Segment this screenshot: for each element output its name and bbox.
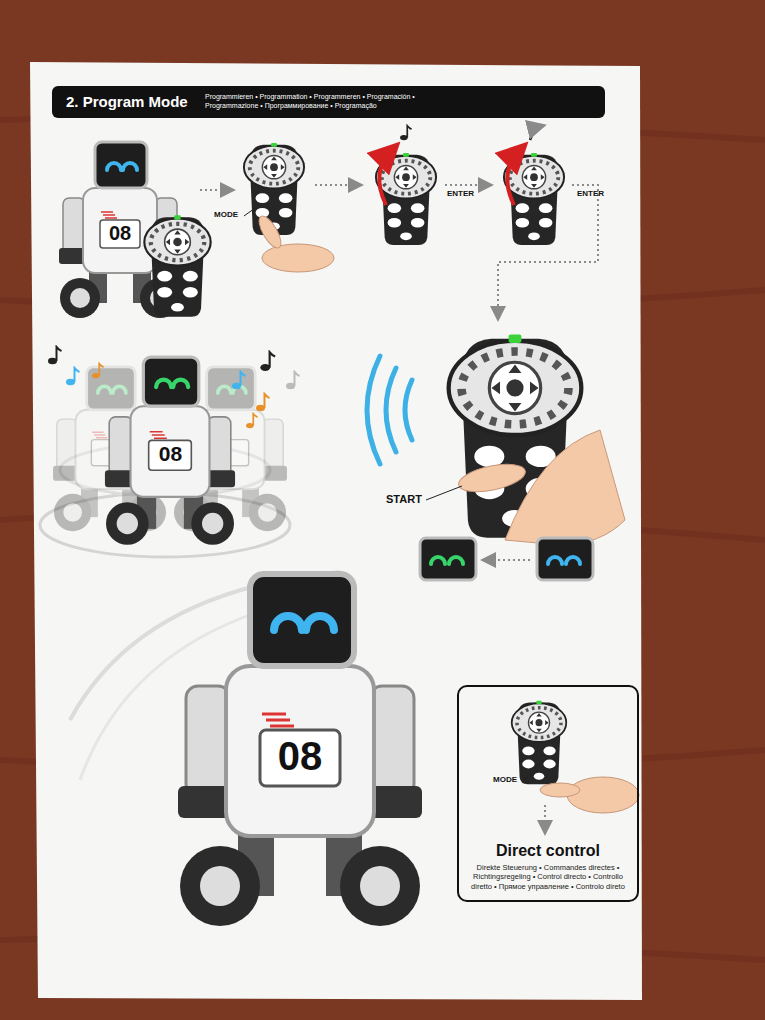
button-label: MODE xyxy=(214,211,238,220)
face-displays-part xyxy=(431,557,463,564)
dial-steps xyxy=(315,126,598,318)
mode-press-step xyxy=(200,143,334,272)
start-step-part xyxy=(456,459,528,497)
mode-press-step-part xyxy=(200,189,232,191)
direct-control-illustration xyxy=(512,701,639,832)
face-displays-part xyxy=(484,559,530,561)
direct-control-illustration-part xyxy=(523,772,535,781)
large-robot xyxy=(70,572,422,926)
start-step-part xyxy=(426,486,462,500)
dial-steps-part xyxy=(379,150,392,205)
spinning-robot-part xyxy=(66,368,80,385)
subtitle-languages: Programmieren • Programmation • Programm… xyxy=(205,93,440,111)
spinning-robot-part xyxy=(105,357,235,545)
mode-press-step-part xyxy=(255,213,285,251)
dial-steps-part xyxy=(530,126,542,140)
mode-press-step-part xyxy=(244,206,258,216)
button-label: MODE xyxy=(493,776,517,785)
face-displays-part xyxy=(420,538,476,580)
button-label: ENTER xyxy=(577,190,604,199)
header-bar xyxy=(52,86,605,118)
spinning-robot-part xyxy=(286,372,300,389)
button-label: ENTER xyxy=(447,190,474,199)
robot-with-remote-part xyxy=(144,215,210,317)
button-label: START xyxy=(386,493,422,505)
mode-press-step-part xyxy=(244,143,304,235)
direct-control-illustration-part xyxy=(567,777,639,813)
dial-steps-part xyxy=(315,184,360,186)
box-heading: Direct control xyxy=(467,842,629,860)
chest-number: 08 xyxy=(149,442,192,465)
direct-control-illustration-part xyxy=(512,701,567,785)
mode-press-step-part xyxy=(262,244,334,272)
start-step-part xyxy=(505,430,625,545)
chest-number: 08 xyxy=(100,222,140,244)
dial-steps-part xyxy=(507,150,520,205)
dial-steps-part xyxy=(400,126,411,141)
paper-sheet xyxy=(30,62,642,1000)
mode-box: Direct controlDirekte Steuerung • Comman… xyxy=(457,685,639,902)
dial-steps-part xyxy=(445,184,490,186)
spinning-robot-part xyxy=(246,414,257,429)
spinning-robot-part xyxy=(256,394,270,411)
page-title: 2. Program Mode xyxy=(66,93,188,110)
direct-control-illustration-part xyxy=(540,783,580,797)
chest-number: 08 xyxy=(260,734,340,778)
dial-steps-part xyxy=(498,185,598,318)
face-displays-part xyxy=(537,538,593,580)
start-step-part xyxy=(367,356,412,464)
spinning-robot xyxy=(40,347,300,557)
face-displays xyxy=(420,538,593,580)
face-displays-part xyxy=(548,557,580,564)
robot-with-remote xyxy=(59,142,211,318)
spinning-robot-part xyxy=(92,364,103,379)
spinning-robot-part xyxy=(260,352,275,371)
direct-control-illustration-part xyxy=(544,805,546,832)
large-robot-part xyxy=(178,574,422,926)
box-body: Direkte Steuerung • Commandes directes •… xyxy=(467,863,629,891)
start-step xyxy=(367,334,625,545)
spinning-robot-part xyxy=(232,372,246,389)
box-content: Direct controlDirekte Steuerung • Comman… xyxy=(459,687,637,899)
spinning-robot-part xyxy=(48,347,62,364)
